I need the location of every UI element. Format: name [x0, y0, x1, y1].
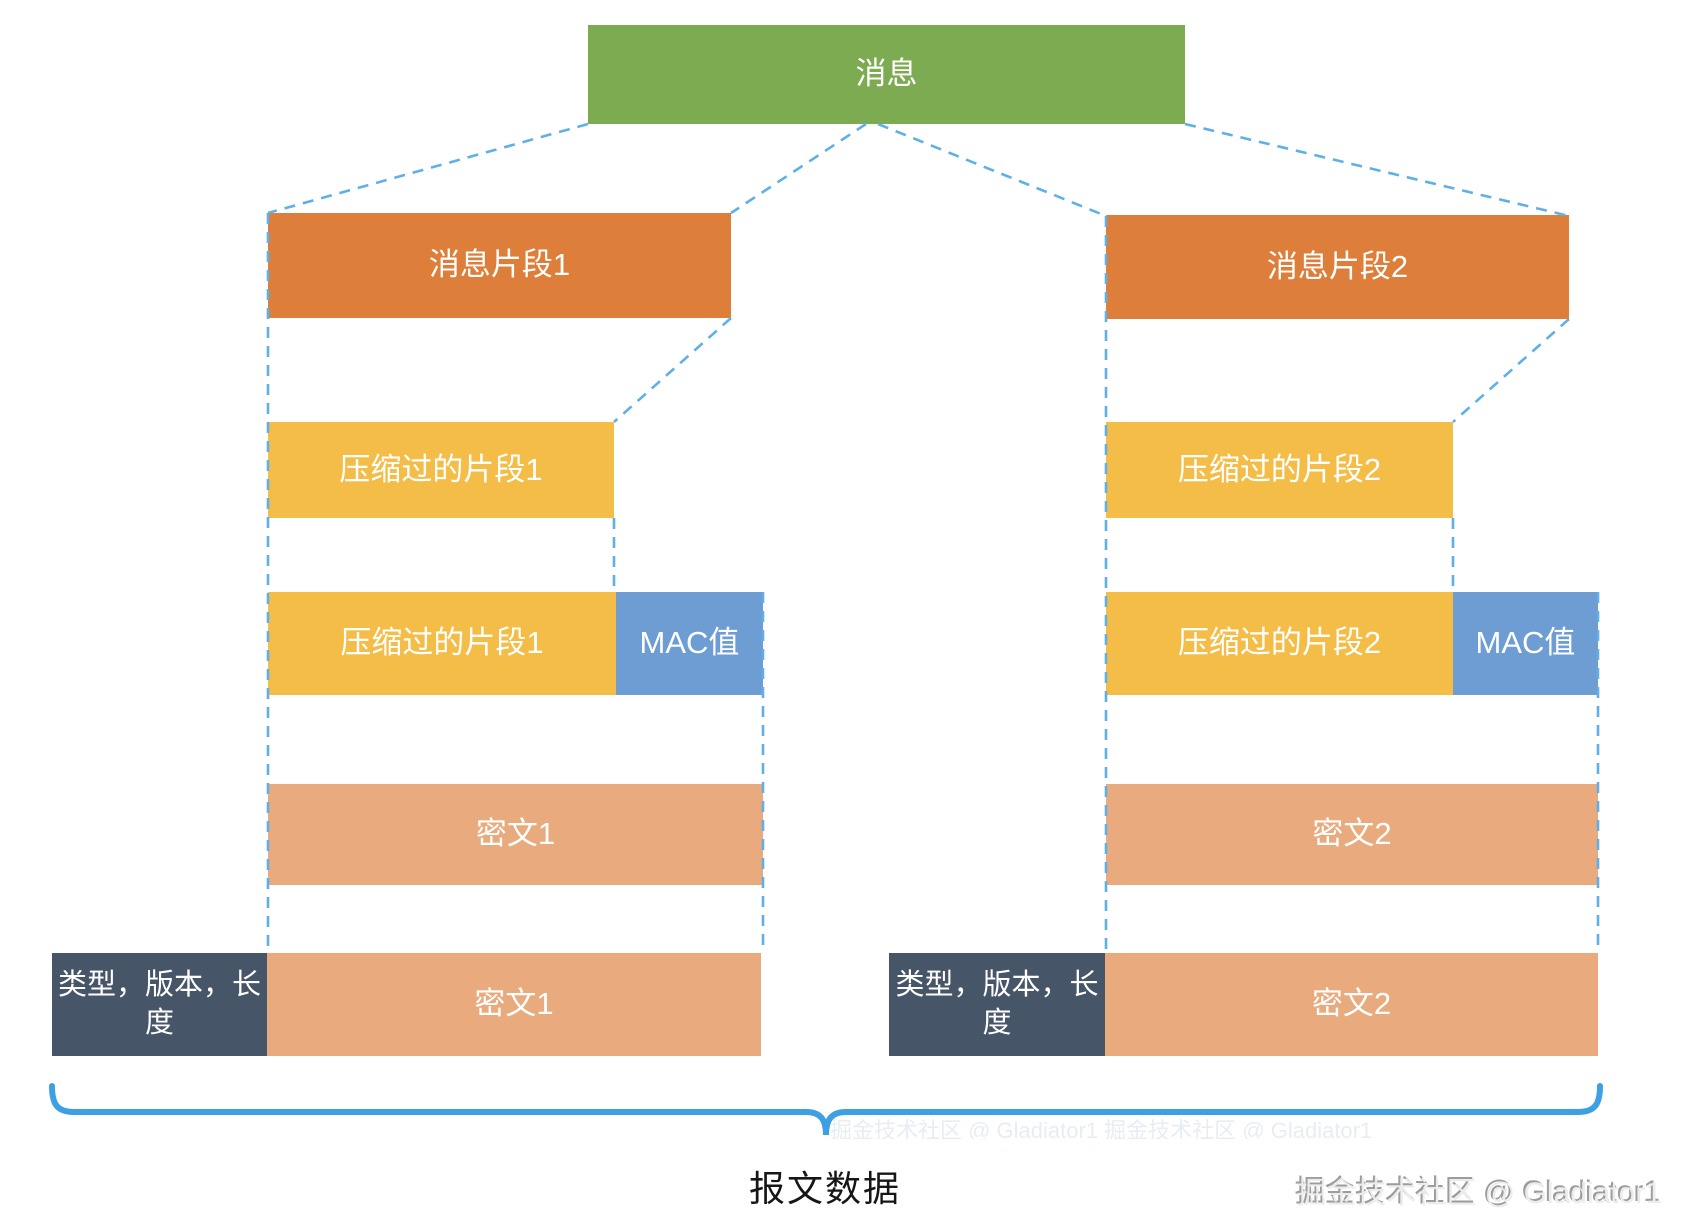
- connector-fragment2-to-compressed2: [1452, 318, 1570, 423]
- record-header-2-box: 类型，版本，长度: [889, 953, 1105, 1056]
- compressed-fragment-2-box: 压缩过的片段2: [1106, 422, 1453, 518]
- compressed-fragment-1-with-mac-box: 压缩过的片段1: [268, 592, 616, 695]
- connector-message-to-fragment1-left: [267, 122, 589, 215]
- ciphertext-1-box: 密文1: [268, 784, 763, 885]
- watermark: 掘金技术社区 @ Gladiator1: [1296, 1177, 1662, 1210]
- ciphertext-2-record-box: 密文2: [1105, 953, 1598, 1056]
- compressed-fragment-2-with-mac-box: 压缩过的片段2: [1106, 592, 1453, 695]
- faint-watermark: 掘金技术社区 @ Gladiator1 掘金技术社区 @ Gladiator1: [830, 1118, 1373, 1139]
- mac-value-1-box: MAC值: [616, 592, 763, 695]
- ciphertext-2-box: 密文2: [1106, 784, 1598, 885]
- message-box: 消息: [588, 25, 1185, 124]
- brace-caption: 报文数据: [748, 1168, 901, 1209]
- record-header-1-box: 类型，版本，长度: [52, 953, 267, 1056]
- connector-message-to-fragment1-right: [730, 122, 867, 215]
- compressed-fragment-1-box: 压缩过的片段1: [268, 422, 614, 518]
- ciphertext-1-record-box: 密文1: [267, 953, 761, 1056]
- message-fragment-2-box: 消息片段2: [1106, 215, 1569, 319]
- connector-fragment1-to-compressed1: [613, 317, 732, 423]
- connector-message-to-fragment2-left: [877, 122, 1107, 218]
- connector-message-to-fragment2-right: [1184, 122, 1570, 218]
- mac-value-2-box: MAC值: [1453, 592, 1598, 695]
- message-fragment-1-box: 消息片段1: [268, 213, 731, 318]
